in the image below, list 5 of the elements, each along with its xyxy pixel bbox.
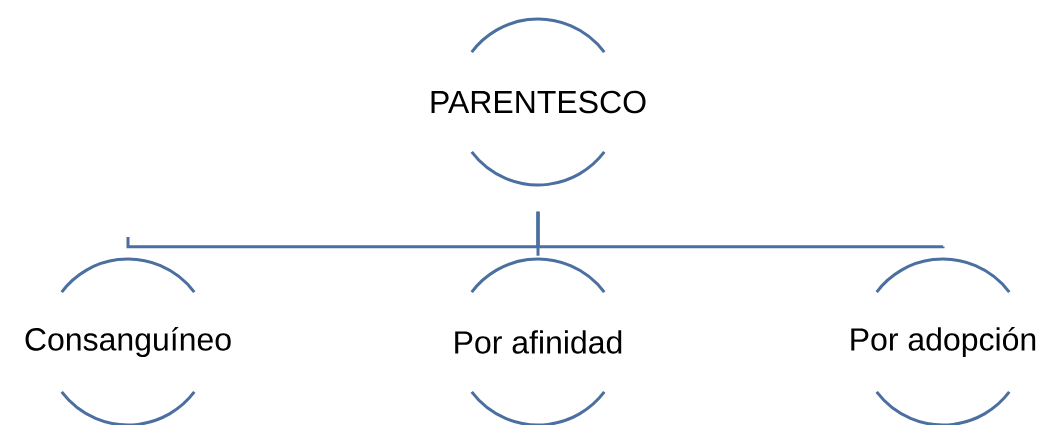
arc-circle-node: Consanguíneo (25, 257, 231, 425)
connector-line (536, 211, 945, 249)
arc-circle-node: Por afinidad (455, 257, 622, 425)
arc-circle-node: Por adopción (851, 257, 1036, 425)
arc-circle-node: PARENTESCO (431, 17, 646, 187)
